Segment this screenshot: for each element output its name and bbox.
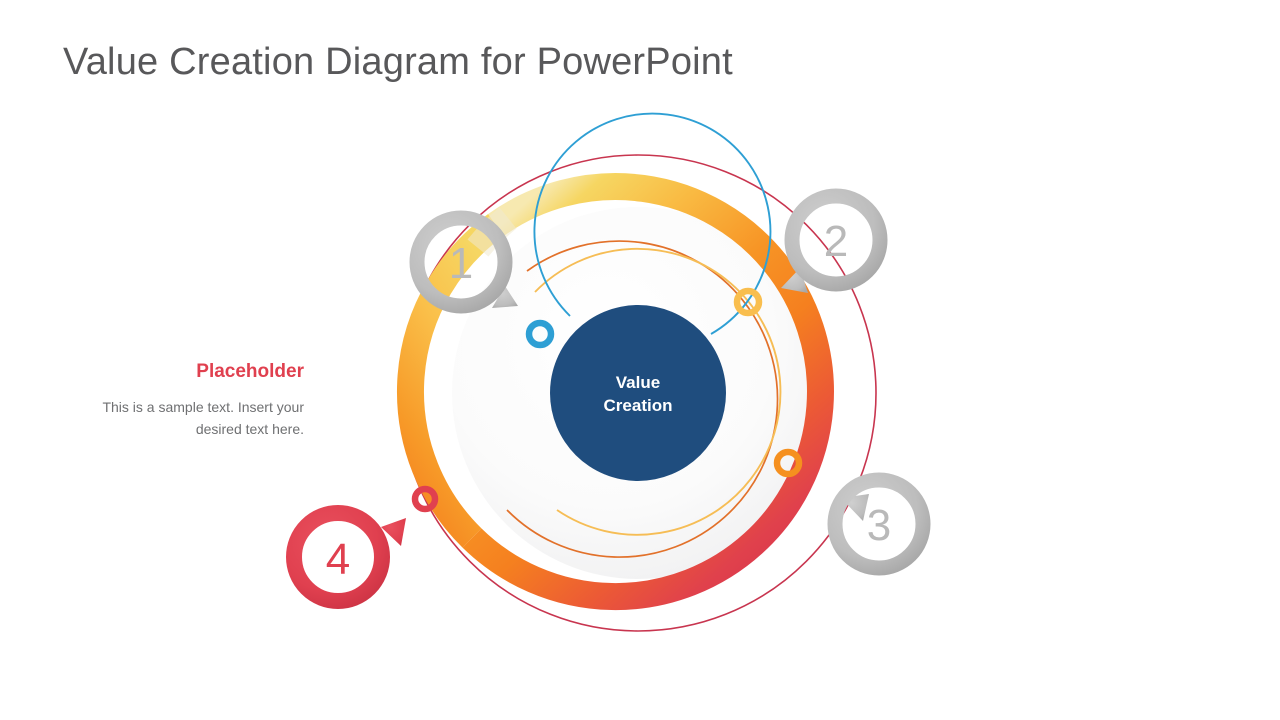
marker-1-number: 1 bbox=[449, 239, 473, 288]
thin-blue-arc bbox=[533, 112, 772, 335]
placeholder-heading: Placeholder bbox=[196, 361, 304, 382]
marker-4-number: 4 bbox=[326, 535, 350, 584]
marker-2-number: 2 bbox=[824, 217, 848, 266]
center-circle[interactable] bbox=[550, 305, 726, 481]
thick-gradient-band-main bbox=[462, 173, 834, 611]
center-label-line2: Creation bbox=[604, 396, 673, 415]
marker-1[interactable]: 1 bbox=[409, 210, 518, 314]
amber-dot[interactable] bbox=[733, 287, 763, 317]
thick-gradient-band-left bbox=[397, 214, 504, 548]
value-creation-diagram: Value Creation 1 bbox=[240, 112, 1040, 678]
page-title: Value Creation Diagram for PowerPoint bbox=[63, 41, 733, 83]
marker-3-number: 3 bbox=[867, 501, 891, 550]
thin-orange-arc bbox=[506, 240, 779, 558]
marker-4[interactable]: 4 bbox=[286, 505, 406, 609]
center-label-line1: Value bbox=[616, 373, 660, 392]
placeholder-body-text: This is a sample text. Insert your desir… bbox=[102, 398, 304, 437]
placeholder-text-block: Placeholder This is a sample text. Inser… bbox=[62, 361, 304, 440]
red-dot[interactable] bbox=[411, 485, 439, 513]
orange-dot[interactable] bbox=[773, 448, 803, 478]
marker-3[interactable]: 3 bbox=[827, 472, 931, 576]
blue-dot[interactable] bbox=[525, 319, 555, 349]
marker-2[interactable]: 2 bbox=[781, 188, 888, 293]
thin-amber-arc bbox=[534, 247, 782, 536]
